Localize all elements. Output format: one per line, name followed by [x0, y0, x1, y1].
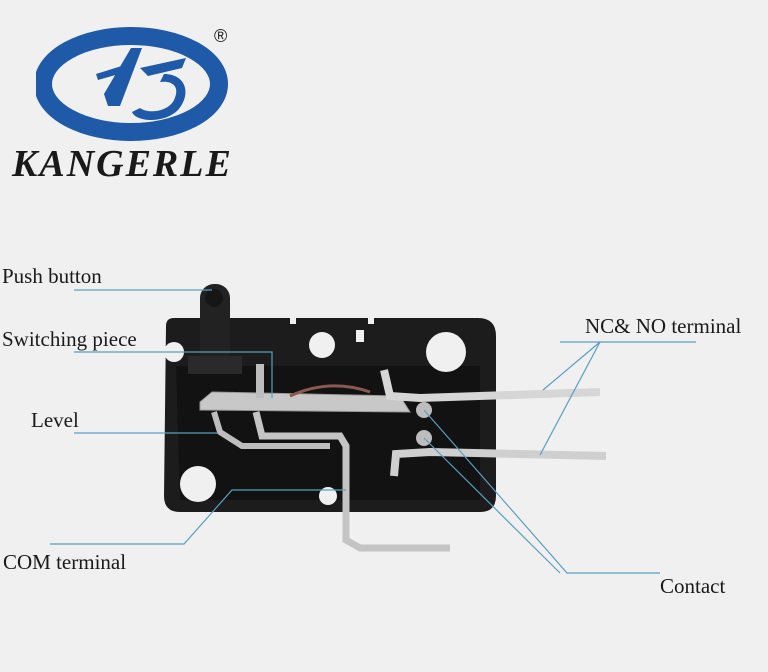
label-com-terminal: COM terminal [3, 550, 127, 574]
label-nc-no-terminal: NC& NO terminal [585, 314, 742, 338]
nc-terminal-part [380, 369, 601, 403]
registered-mark: ® [214, 26, 228, 46]
label-level: Level [31, 408, 79, 432]
lever-part [211, 411, 330, 449]
kangerle-logo-icon [34, 27, 228, 141]
brand-logo: ® [34, 24, 236, 144]
com-terminal-part [252, 411, 450, 552]
brand-name: KANGERLE [12, 143, 233, 185]
push-button-part [188, 284, 242, 374]
switching-piece-part [199, 364, 411, 413]
label-switching-piece: Switching piece [2, 327, 137, 351]
label-contact: Contact [660, 574, 726, 598]
label-push-button: Push button [2, 264, 102, 288]
leader-lines [50, 289, 696, 574]
no-terminal-part [390, 447, 607, 477]
